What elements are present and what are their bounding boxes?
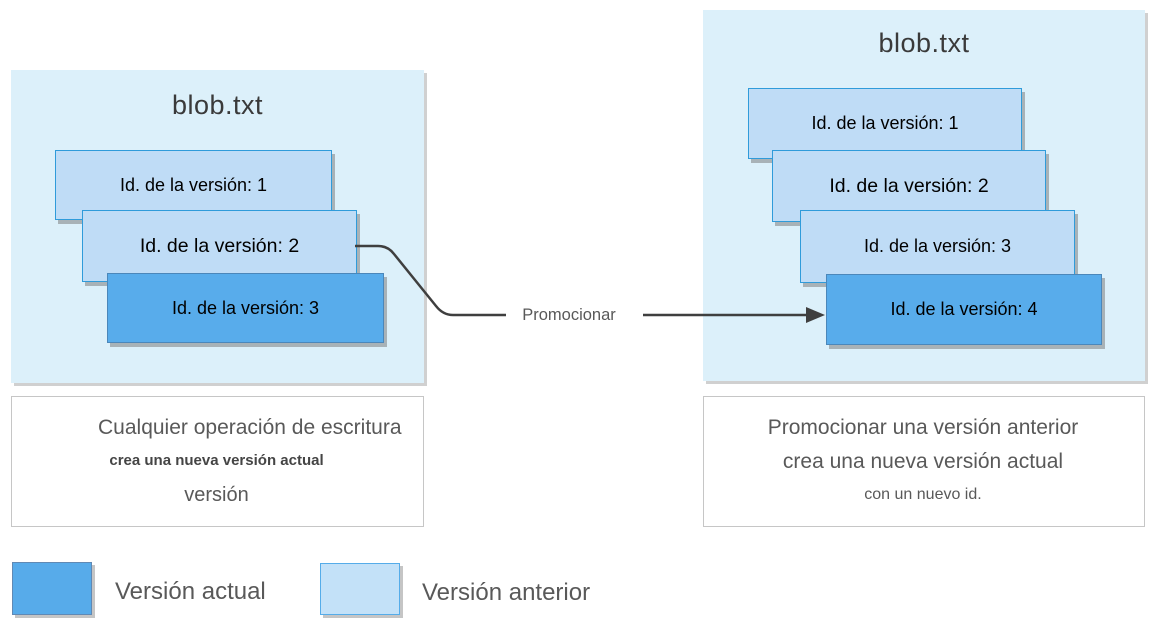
- left-version-2-label: Id. de la versión: 2: [139, 234, 300, 257]
- legend-previous-version-swatch: [320, 563, 400, 615]
- right-version-1-card: Id. de la versión: 1: [748, 88, 1022, 159]
- left-blob-title: blob.txt: [171, 90, 264, 120]
- left-caption-box: [11, 396, 424, 527]
- right-caption-line-2: crea una nueva versión actual: [782, 450, 1064, 473]
- left-caption-line-3: versión: [184, 484, 249, 506]
- left-version-1-label: Id. de la versión: 1: [119, 174, 268, 195]
- right-version-4-card-current: Id. de la versión: 4: [826, 274, 1102, 345]
- left-caption-line-2: crea una nueva versión actual: [109, 452, 324, 469]
- left-version-2-card: Id. de la versión: 2: [82, 210, 357, 282]
- right-version-1-label: Id. de la versión: 1: [811, 113, 959, 133]
- right-version-3-card: Id. de la versión: 3: [800, 210, 1075, 283]
- right-caption-box: [703, 396, 1145, 527]
- left-version-1-card: Id. de la versión: 1: [55, 150, 332, 220]
- legend-current-version-swatch: [12, 562, 92, 615]
- legend-current-version-label: Versión actual: [115, 578, 266, 605]
- right-caption-line-3: con un nuevo id.: [864, 486, 982, 503]
- legend-previous-version-label: Versión anterior: [422, 579, 591, 606]
- right-version-4-label: Id. de la versión: 4: [890, 299, 1038, 319]
- right-version-2-label: Id. de la versión: 2: [829, 174, 989, 197]
- left-caption-line-1: Cualquier operación de escritura: [98, 416, 402, 439]
- left-version-3-card-current: Id. de la versión: 3: [107, 273, 384, 343]
- left-version-3-label: Id. de la versión: 3: [171, 297, 320, 318]
- right-blob-title: blob.txt: [878, 28, 970, 58]
- right-version-3-label: Id. de la versión: 3: [863, 236, 1012, 256]
- right-caption-line-1: Promocionar una versión anterior: [767, 416, 1079, 439]
- promote-arrow-label: Promocionar: [522, 306, 616, 324]
